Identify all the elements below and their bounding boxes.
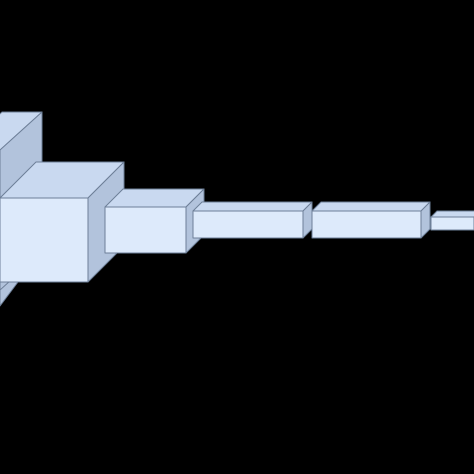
block-6 bbox=[430, 210, 474, 231]
block-3-front-face bbox=[104, 206, 187, 254]
block-3 bbox=[104, 188, 205, 254]
block-6-front-face bbox=[430, 216, 474, 231]
block-5-top-face bbox=[311, 201, 431, 212]
block-4-front-face bbox=[192, 210, 304, 239]
block-4 bbox=[192, 201, 313, 239]
block-2-front-face bbox=[0, 197, 89, 283]
block-5 bbox=[311, 201, 431, 239]
block-5-front-face bbox=[311, 210, 422, 239]
block-6-top-face bbox=[430, 210, 474, 218]
block-4-top-face bbox=[192, 201, 313, 212]
